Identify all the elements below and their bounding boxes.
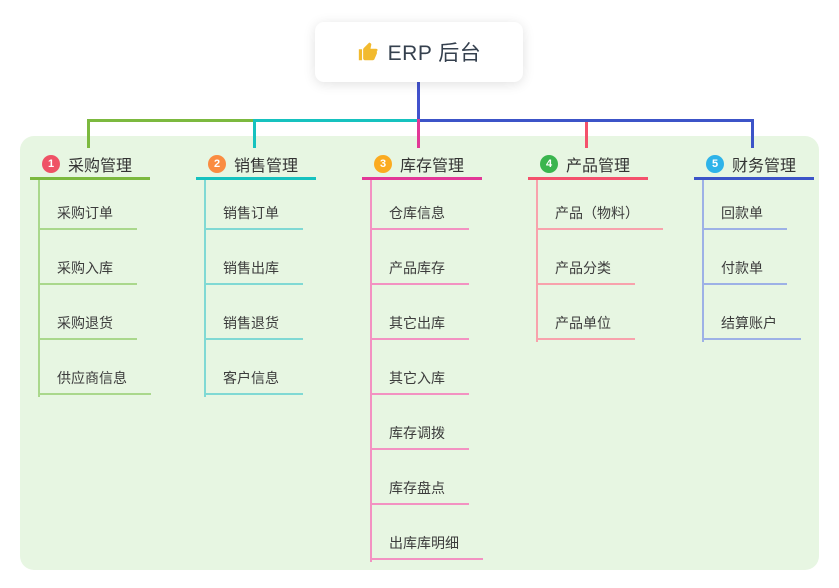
- branch-badge: 3: [374, 154, 392, 173]
- connector-drop-product: [585, 119, 588, 148]
- branch-badge: 5: [706, 154, 724, 173]
- branch-spine-sales: [204, 178, 206, 397]
- branch-header-product[interactable]: 4 产品管理: [528, 150, 648, 180]
- connector-drop-inventory: [417, 119, 420, 148]
- branch-label: 财务管理: [732, 157, 797, 175]
- mindmap-leaf[interactable]: 销售出库: [204, 255, 303, 285]
- mindmap-leaf[interactable]: 产品分类: [536, 255, 635, 285]
- connector-h-sales: [253, 119, 420, 122]
- branch-label: 销售管理: [234, 157, 299, 175]
- mindmap-leaf[interactable]: 仓库信息: [370, 200, 469, 230]
- branch-label: 库存管理: [400, 157, 465, 175]
- mindmap-leaf[interactable]: 回款单: [702, 200, 787, 230]
- mindmap-leaf[interactable]: 销售订单: [204, 200, 303, 230]
- mindmap-leaf[interactable]: 产品（物料）: [536, 200, 663, 230]
- mindmap-leaf[interactable]: 产品单位: [536, 310, 635, 340]
- connector-drop-purchase: [87, 119, 90, 148]
- branches-panel: [20, 136, 819, 570]
- mindmap-leaf[interactable]: 采购入库: [38, 255, 137, 285]
- mindmap-leaf[interactable]: 库存盘点: [370, 475, 469, 505]
- mindmap-leaf[interactable]: 客户信息: [204, 365, 303, 395]
- branch-header-finance[interactable]: 5 财务管理: [694, 150, 814, 180]
- branch-spine-finance: [702, 178, 704, 342]
- branch-spine-purchase: [38, 178, 40, 397]
- connector-drop-sales: [253, 119, 256, 148]
- branch-badge: 1: [42, 154, 60, 173]
- mindmap-leaf[interactable]: 供应商信息: [38, 365, 151, 395]
- connector-root-drop: [417, 82, 420, 120]
- mindmap-leaf[interactable]: 采购退货: [38, 310, 137, 340]
- branch-spine-inventory: [370, 178, 372, 562]
- mindmap-leaf[interactable]: 付款单: [702, 255, 787, 285]
- root-title: ERP 后台: [387, 42, 482, 65]
- mindmap-leaf[interactable]: 销售退货: [204, 310, 303, 340]
- mindmap-leaf[interactable]: 产品库存: [370, 255, 469, 285]
- mindmap-leaf[interactable]: 出库库明细: [370, 530, 483, 560]
- branch-header-purchase[interactable]: 1 采购管理: [30, 150, 150, 180]
- root-node[interactable]: ERP 后台: [315, 22, 523, 82]
- mindmap-leaf[interactable]: 结算账户: [702, 310, 801, 340]
- branch-header-inventory[interactable]: 3 库存管理: [362, 150, 482, 180]
- branch-spine-product: [536, 178, 538, 342]
- mindmap-leaf[interactable]: 其它出库: [370, 310, 469, 340]
- branch-label: 产品管理: [566, 157, 631, 175]
- branch-badge: 4: [540, 154, 558, 173]
- branch-header-sales[interactable]: 2 销售管理: [196, 150, 316, 180]
- thumbs-up-icon: [358, 42, 378, 61]
- connector-h-finance: [419, 119, 754, 122]
- mindmap-leaf[interactable]: 其它入库: [370, 365, 469, 395]
- mindmap-leaf[interactable]: 库存调拨: [370, 420, 469, 450]
- branch-badge: 2: [208, 154, 226, 173]
- connector-drop-finance: [751, 119, 754, 148]
- branch-label: 采购管理: [68, 157, 133, 175]
- mindmap-leaf[interactable]: 采购订单: [38, 200, 137, 230]
